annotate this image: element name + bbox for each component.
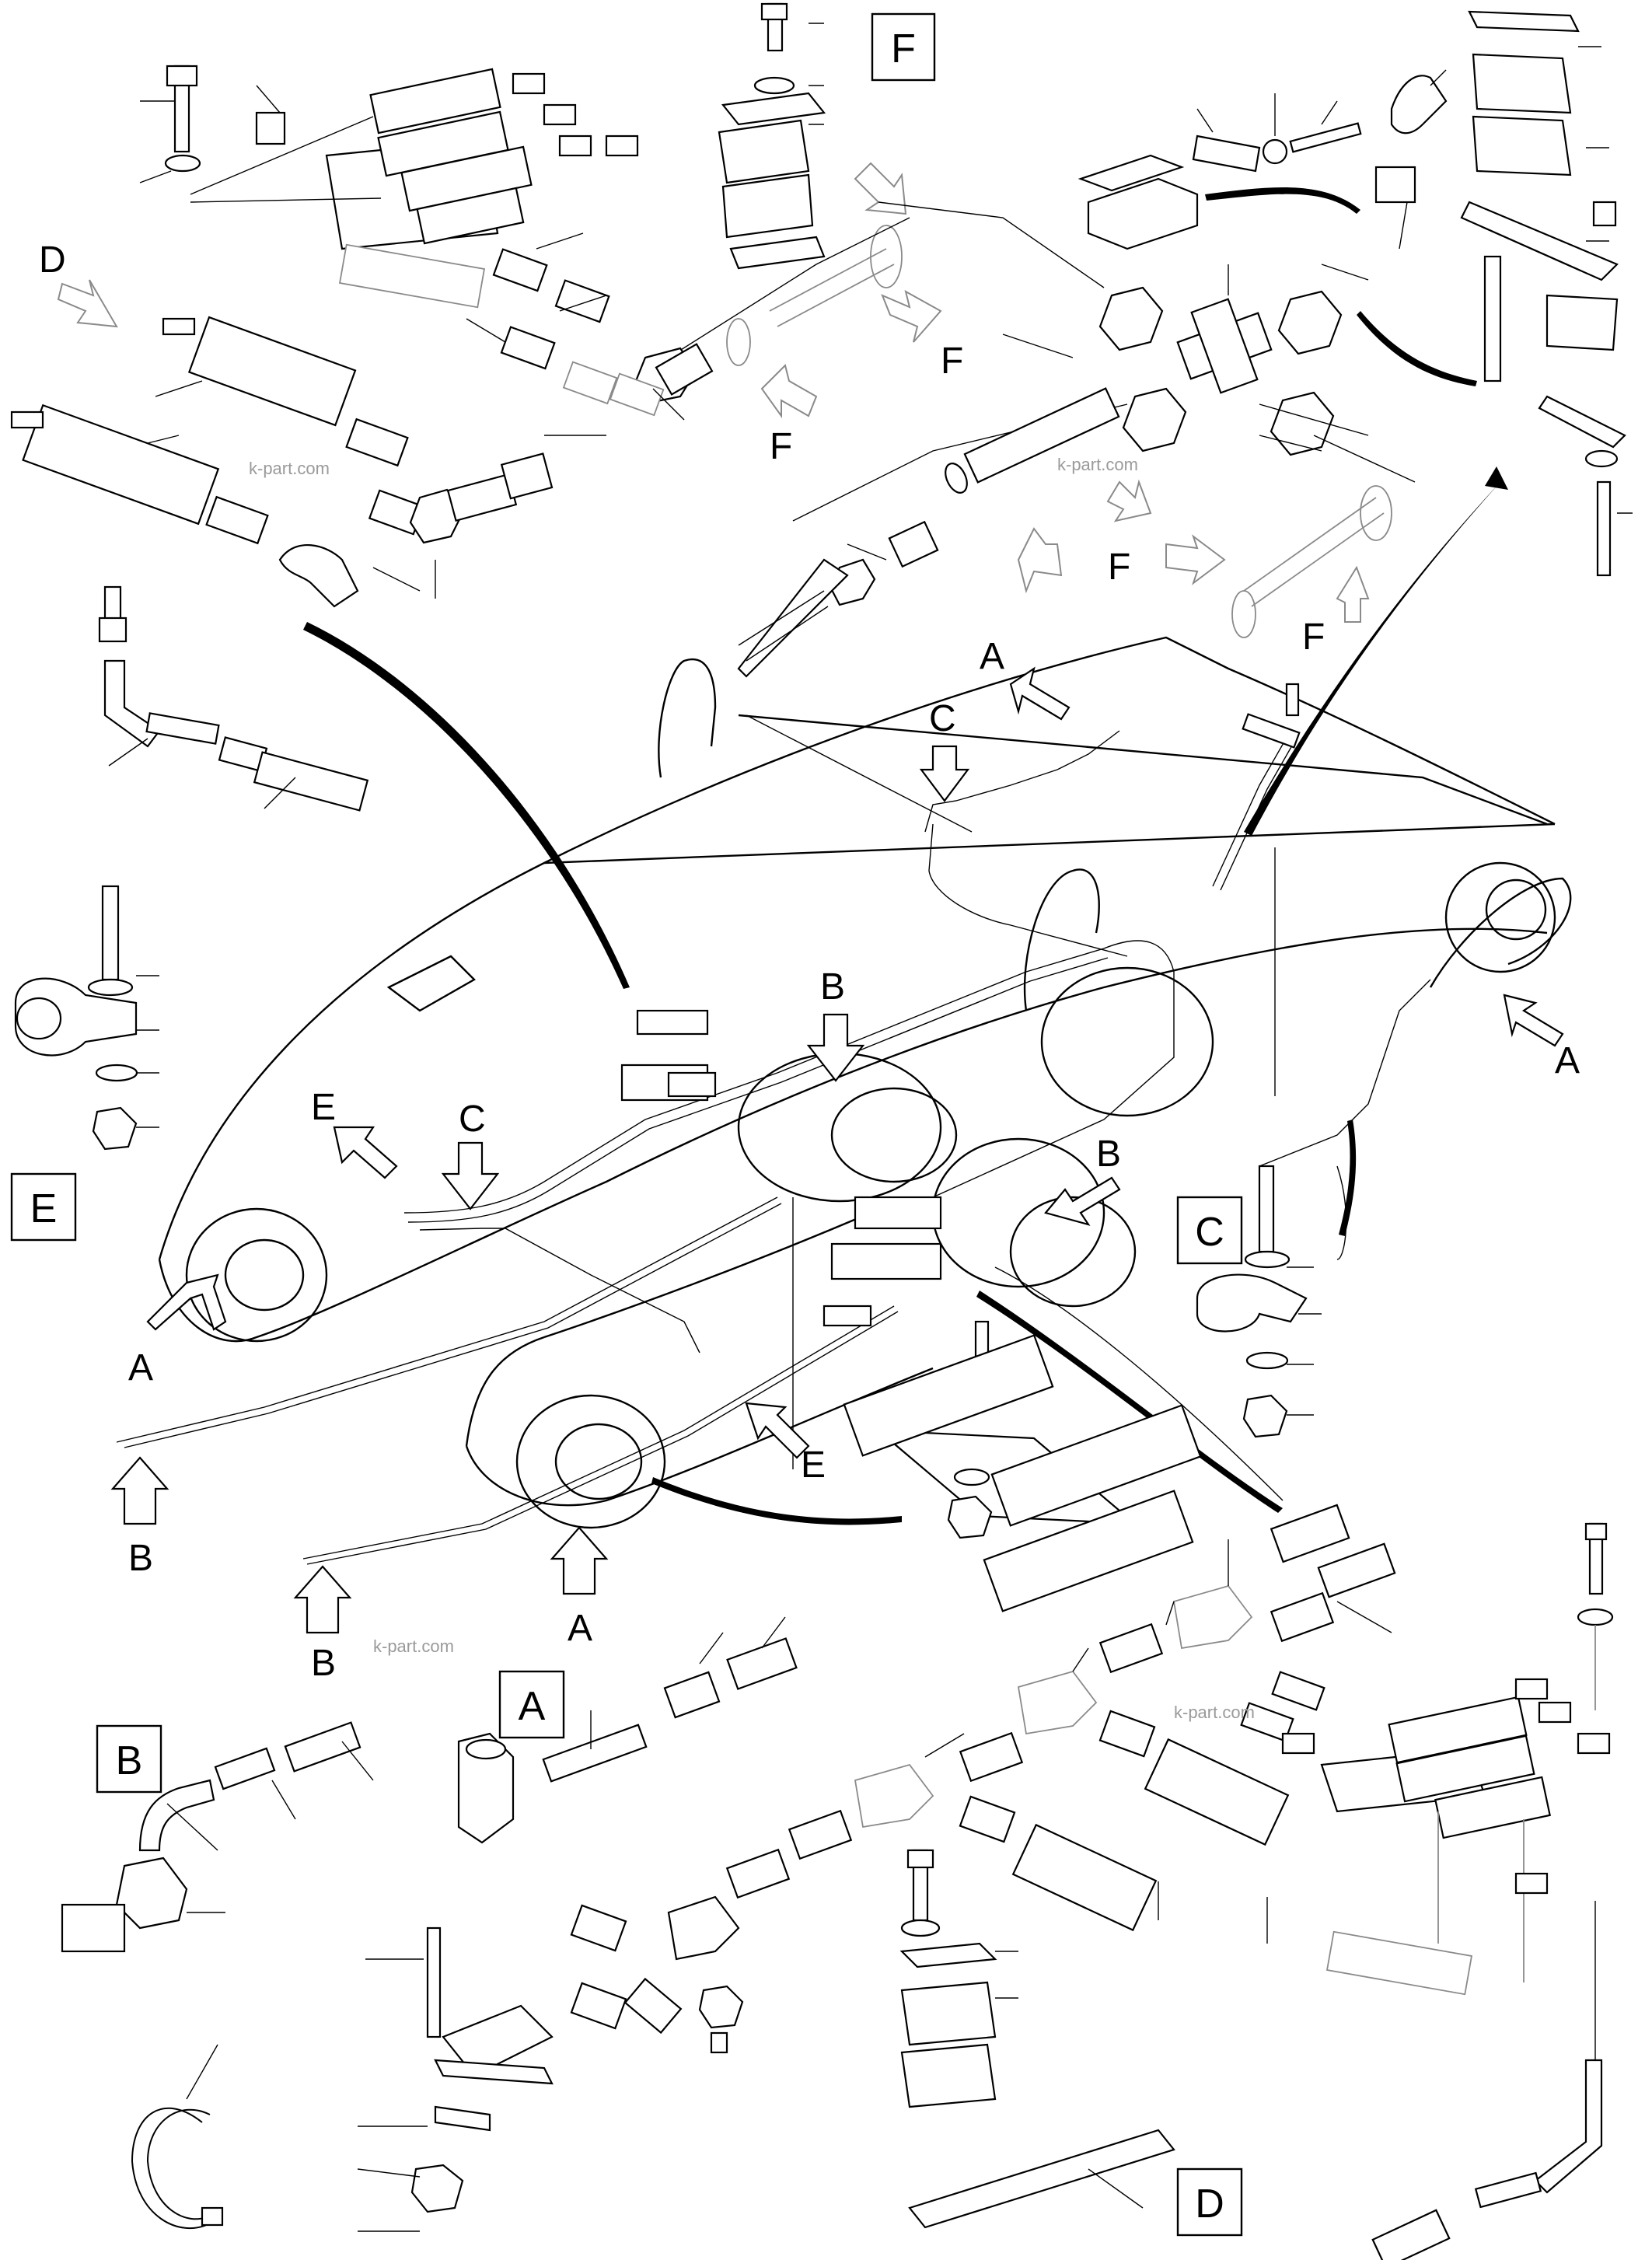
label-b-right: B [1096, 1133, 1121, 1175]
watermark-4: k-part.com [1174, 1703, 1255, 1722]
detail-label-f-box: F [871, 12, 936, 82]
label-b-left: B [128, 1538, 153, 1579]
label-d-view: D [39, 239, 66, 281]
label-f-2: F [770, 426, 792, 467]
detail-f-hoses [634, 201, 1128, 678]
detail-d-cylinders [10, 316, 554, 608]
svg-text:E: E [30, 1186, 58, 1231]
center-bracket-pipes [843, 1320, 1350, 1612]
detail-d-top-assembly [164, 65, 665, 417]
detail-a-fittings [457, 1616, 798, 1844]
label-e-lower: E [801, 1444, 826, 1486]
label-c-top: C [929, 698, 956, 739]
leader-lines [139, 69, 1633, 561]
label-b-lower: B [311, 1643, 336, 1684]
detail-f-right-clamp [1460, 10, 1626, 577]
svg-text:A: A [519, 1684, 546, 1729]
label-e-top: E [311, 1087, 336, 1128]
detail-label-a-box: A [498, 1670, 565, 1739]
detail-b-hose [61, 1721, 374, 1953]
label-a-top: A [980, 636, 1004, 677]
detail-label-d-box: D [1176, 2167, 1243, 2237]
label-f-1: F [941, 341, 963, 382]
detail-b-clamp-plate [357, 1926, 554, 2232]
detail-f-cross-fitting [1098, 286, 1416, 483]
label-b-middle: B [820, 966, 845, 1008]
hydraulic-lines [116, 683, 1431, 1565]
label-a-right: A [1555, 1040, 1580, 1081]
svg-text:B: B [116, 1738, 143, 1783]
detail-e-clamp-stack [14, 885, 159, 1151]
detail-f-ghost-tubes [726, 162, 1392, 638]
svg-text:C: C [1195, 1210, 1224, 1255]
callout-arrows [57, 279, 1564, 1634]
label-a-lower: A [568, 1608, 592, 1649]
label-c-left: C [459, 1099, 486, 1140]
detail-a-tee-chain [570, 1539, 1396, 2054]
detail-f-clamp-stack [718, 2, 826, 270]
watermark-3: k-part.com [373, 1636, 454, 1656]
detail-label-e-box: E [10, 1172, 77, 1242]
label-f-4: F [1302, 617, 1325, 658]
connection-curves [303, 187, 1508, 1525]
label-a-left: A [128, 1347, 153, 1388]
detail-label-c-box: C [1176, 1196, 1243, 1265]
detail-b-bracket-stack [899, 1849, 1175, 2229]
label-f-3: F [1108, 547, 1130, 588]
watermark-2: k-part.com [1057, 455, 1138, 474]
detail-d-bottom-block [1158, 1522, 1614, 2260]
detail-b-cable-tie [131, 2044, 224, 2230]
detail-f-elbow-clamp [1077, 75, 1448, 250]
boom-valve-blocks [620, 1009, 942, 1327]
detail-label-b-box: B [96, 1724, 162, 1794]
detail-c-clamp-stack [1196, 1165, 1322, 1438]
detail-e-left-hose [98, 585, 369, 812]
watermark-1: k-part.com [249, 459, 330, 478]
svg-text:D: D [1195, 2181, 1224, 2227]
svg-text:F: F [891, 26, 916, 72]
boom-assembly [158, 636, 1572, 1529]
